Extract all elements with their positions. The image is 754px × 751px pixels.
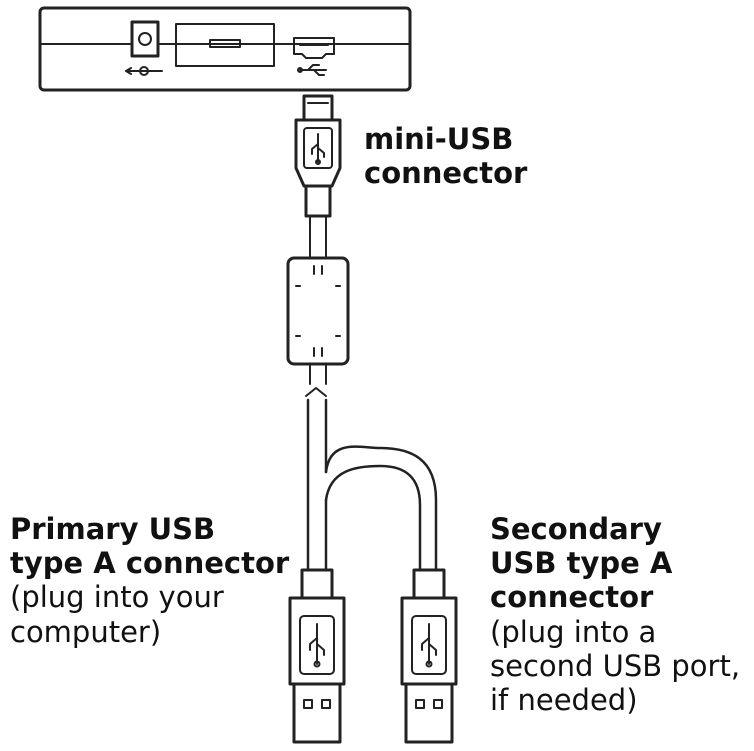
cable-segment: [305, 363, 327, 397]
secondary-usb-note-line: second USB port,: [490, 648, 741, 683]
usb-trident-icon: [309, 623, 325, 668]
primary-usb-a-connector: [288, 568, 346, 744]
primary-usb-title-line: type A connector: [10, 546, 290, 581]
y-split-cable: [306, 398, 438, 572]
primary-usb-label: Primary USB type A connector (plug into …: [10, 512, 289, 649]
power-plug-icon: [125, 66, 163, 76]
mini-usb-port: [293, 37, 335, 59]
cable-segment: [309, 215, 327, 259]
primary-usb-note-line: computer): [10, 614, 162, 649]
power-port: [130, 20, 160, 58]
usb-trident-icon: [421, 623, 437, 668]
usb-trident-icon: [311, 133, 325, 165]
usb-trident-icon: [297, 64, 327, 76]
secondary-usb-title-line: Secondary: [490, 512, 662, 546]
secondary-usb-note-line: if needed): [490, 683, 638, 718]
secondary-usb-a-connector: [400, 568, 458, 744]
secondary-usb-title-line: USB type A: [490, 546, 673, 581]
secondary-usb-label: Secondary USB type A connector (plug int…: [490, 512, 740, 717]
mini-usb-label-line: mini-USB: [364, 122, 514, 156]
device-slot: [175, 23, 275, 67]
mini-usb-connector: [294, 94, 342, 218]
secondary-usb-note-line: (plug into a: [490, 614, 657, 649]
external-drive-device: [38, 6, 412, 92]
ferrite-core: [286, 256, 350, 366]
secondary-usb-title-line: connector: [490, 580, 654, 615]
mini-usb-label-line: connector: [364, 156, 528, 191]
mini-usb-label: mini-USB connector: [364, 122, 527, 190]
primary-usb-note-line: (plug into your: [10, 580, 224, 615]
primary-usb-title-line: Primary USB: [10, 512, 216, 546]
